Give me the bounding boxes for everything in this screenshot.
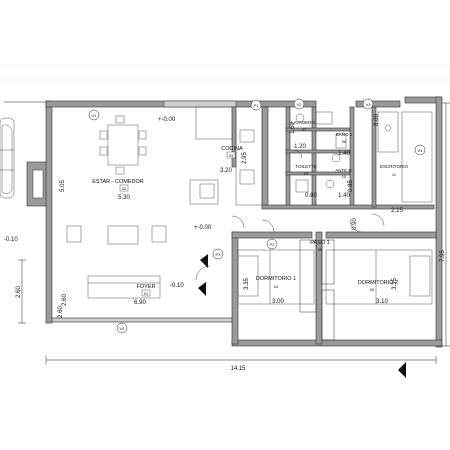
exterior-walls [45,96,443,348]
bathroom-fixtures [295,111,347,193]
room-code-bano1: 08 [342,139,347,144]
bed-dorm-1 [237,249,315,305]
dim-foyer-height: 2.60 [62,294,68,306]
dim-paso-w: 0.90 [352,218,358,230]
room-code-paso: 06 [318,247,323,252]
dim-lavadero-h: 1.60 [290,122,296,134]
room-code-lavadero: 07 [302,127,307,132]
dim-foyer-left: 2.60 [16,286,22,298]
room-name-paso: PASO 1 [310,240,329,246]
fireplace [26,161,50,207]
room-code-foyer: 01 [144,291,149,296]
room-name-cocina: COCINA [221,146,243,152]
tag-v4: V4 [418,148,424,153]
room-name-dorm1: DORMITORIO 1 [256,276,296,282]
dim-foyer-width: 6.90 [134,300,146,306]
dim-total-width: 14.15 [230,366,246,372]
dim-bano1-w: 1.40 [338,151,350,157]
room-code-cocina: 03 [229,153,234,158]
tag-v3: V3 [366,102,372,107]
room-code-box [119,184,129,192]
tag-p1: P1 [254,103,260,108]
room-code-box [226,151,236,159]
dim-dorm1-width: 3.00 [272,299,284,305]
room-code-dorm1: 04 [274,284,279,289]
tag-v1: V1 [92,113,98,118]
desk [377,111,433,203]
door-swings [195,149,385,281]
entry-mark [198,254,208,296]
room-code-dorm2: 05 [370,287,375,292]
dim-dorm2-height: 3.35 [392,278,398,290]
dim-antebano-w: 1.40 [338,193,350,199]
kitchen-counter [189,106,263,206]
room-name-bano1: BAÑO 1 [336,131,353,137]
room-name-toilette: TOILETTE [295,164,316,169]
living-furniture [66,225,167,299]
dim-cocina-height: 2.95 [242,152,248,164]
tag-p2: P2 [270,242,276,247]
room-name-estar: ESTAR - COMEDOR [92,179,144,185]
level-foyer: -0.10 [170,283,184,289]
wardrobes [299,239,335,341]
dim-total-height: 7.95 [440,250,446,262]
opening-tags: V1 P1 V2 V3 V4 P2 V5 P3 [88,98,426,334]
dim-foyer-side: 2.60 [58,306,64,318]
dim-dorm2-width: 3.10 [376,299,388,305]
room-name-lavadero: LAVADERO [291,120,315,125]
room-name-escritorio: ESCRITORIO [380,164,408,169]
interior-walls [231,106,435,210]
dining-table [99,115,147,175]
room-name-dorm2: DORMITORIO 2 [358,280,398,286]
room-code-box [141,289,151,297]
tag-v2: V2 [297,102,303,107]
dim-cocina-width: 3.20 [220,168,232,174]
dimension-lines [4,101,450,364]
dim-estar-width: 5.30 [118,195,130,201]
dim-escritorio-w: 2.15 [391,208,403,214]
bed-dorm-2 [325,249,433,305]
level-left: -0.10 [4,237,18,243]
dim-toilette-w: 0.80 [305,193,317,199]
room-name-foyer: FOYER [137,284,156,290]
room-code-antebano: 10 [342,174,347,179]
dim-right-top: 8.00 [374,114,380,126]
room-code-escritorio: 11 [392,172,397,177]
tag-v5: V5 [120,326,126,331]
level-hall: +-0.00 [194,225,212,231]
room-name-antebano: ANTE B. [335,168,353,173]
dim-dorm1-height: 3.35 [244,278,250,290]
section-marker [398,362,406,378]
room-code-estar: 02 [122,186,127,191]
car-outline [0,117,15,199]
tag-p3: P3 [216,252,222,257]
dim-antebano-h: 0.85 [348,180,354,192]
level-estar: +-0.00 [158,117,176,123]
room-code-toilette: 09 [304,171,309,176]
dim-estar-height: 5.05 [60,180,66,192]
dim-lavadero-w: 1.20 [294,144,306,150]
